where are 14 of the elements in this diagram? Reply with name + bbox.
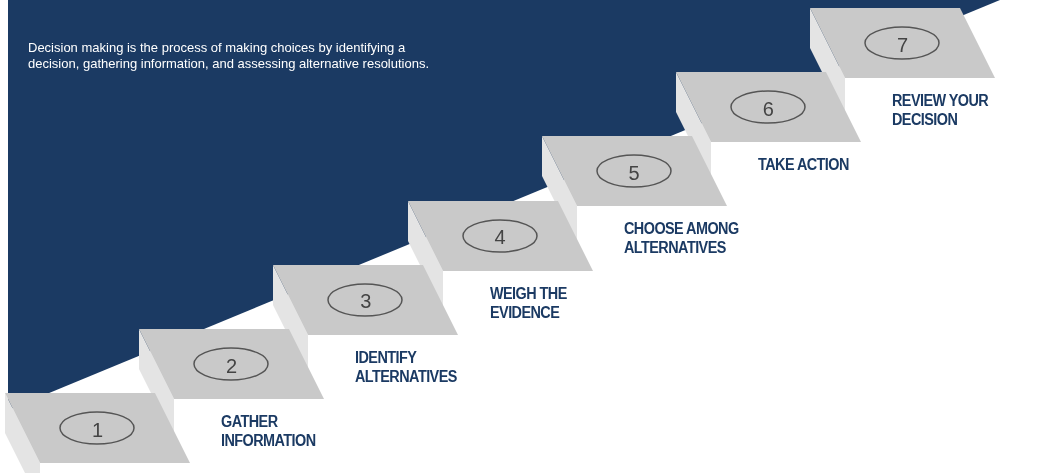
step-label: GATHER INFORMATION bbox=[221, 411, 317, 450]
step-number: 5 bbox=[628, 163, 640, 184]
step-number: 6 bbox=[762, 98, 774, 119]
step-number: 3 bbox=[360, 291, 372, 312]
description-text: Decision making is the process of making choices by identifying a decision, gathering information, and assessing alternative resolutions. bbox=[28, 40, 431, 72]
step-label: REVIEW YOUR DECISION bbox=[892, 91, 990, 129]
step-number: 4 bbox=[494, 227, 506, 248]
step-number: 7 bbox=[896, 34, 909, 55]
step-number: 1 bbox=[91, 419, 104, 440]
step-label: CHOOSE AMONG ALTERNATIVES bbox=[623, 219, 740, 258]
step-label: TAKE ACTION bbox=[757, 155, 850, 175]
step-label: WEIGH THE EVIDENCE bbox=[489, 283, 568, 322]
step-label: IDENTIFY ALTERNATIVES bbox=[355, 347, 459, 386]
step-number: 2 bbox=[226, 355, 238, 376]
